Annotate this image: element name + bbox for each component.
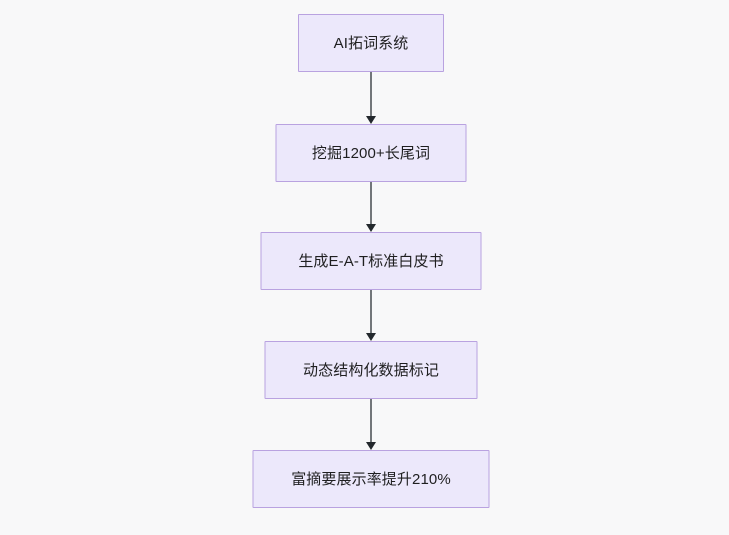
edge-n4-n5 — [364, 399, 378, 450]
arrowhead-icon — [366, 224, 376, 232]
flowchart-node-n1[interactable]: AI拓词系统 — [298, 14, 444, 72]
flowchart-node-n3[interactable]: 生成E-A-T标准白皮书 — [260, 232, 482, 290]
flowchart-node-n4[interactable]: 动态结构化数据标记 — [264, 341, 478, 399]
arrowhead-icon — [366, 116, 376, 124]
node-label: 富摘要展示率提升210% — [291, 470, 451, 488]
edge-n3-n4 — [364, 290, 378, 341]
flowchart-node-n5[interactable]: 富摘要展示率提升210% — [252, 450, 490, 508]
flowchart-node-n2[interactable]: 挖掘1200+长尾词 — [275, 124, 467, 182]
arrowhead-icon — [366, 442, 376, 450]
edge-line — [370, 290, 372, 334]
edge-line — [370, 182, 372, 225]
edge-n2-n3 — [364, 182, 378, 232]
edge-line — [370, 399, 372, 443]
node-label: 动态结构化数据标记 — [303, 361, 439, 379]
arrowhead-icon — [366, 333, 376, 341]
edge-n1-n2 — [364, 72, 378, 124]
node-label: 生成E-A-T标准白皮书 — [298, 252, 444, 270]
node-label: 挖掘1200+长尾词 — [311, 144, 431, 162]
node-label: AI拓词系统 — [333, 34, 409, 52]
edge-line — [370, 72, 372, 117]
